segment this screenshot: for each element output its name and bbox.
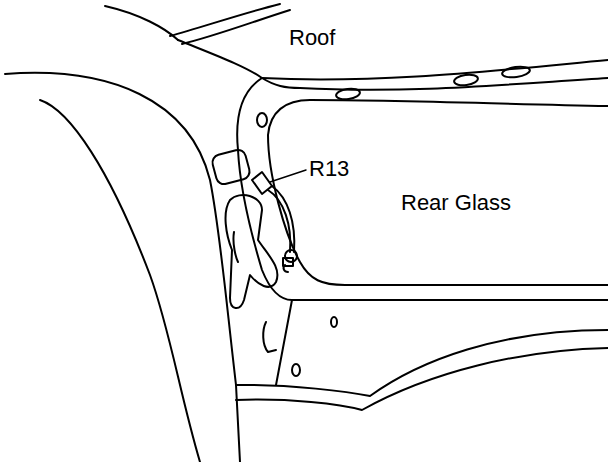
inner-panel (263, 322, 276, 352)
leader-line (270, 170, 306, 182)
roof-edge (105, 6, 178, 40)
roof-edge (182, 10, 290, 44)
slot (501, 65, 530, 79)
glass-opening (268, 100, 608, 285)
pillar-edge (40, 100, 200, 462)
ground-terminal (285, 250, 297, 262)
panel-edge (292, 299, 608, 301)
hole (257, 113, 267, 127)
access-hole (211, 148, 252, 186)
part-label: Roof (289, 27, 335, 49)
panel-edge (276, 300, 292, 385)
panel-edge (236, 348, 608, 410)
hole (331, 317, 337, 327)
panel-edge (236, 330, 608, 396)
hole (292, 364, 300, 376)
roof-edge (178, 40, 300, 88)
inner-panel (233, 232, 238, 262)
pillar-edge (5, 73, 236, 385)
pillar-inner (237, 78, 292, 300)
slot (335, 87, 360, 100)
glass-frame (262, 60, 608, 79)
wire-harness (268, 190, 290, 252)
ground-terminal (283, 258, 293, 266)
part-label: R13 (309, 158, 349, 180)
inner-panel (226, 195, 278, 308)
slot (453, 73, 478, 86)
part-label: Rear Glass (401, 192, 511, 214)
wire-harness (272, 186, 294, 252)
panel-edge (236, 385, 240, 462)
